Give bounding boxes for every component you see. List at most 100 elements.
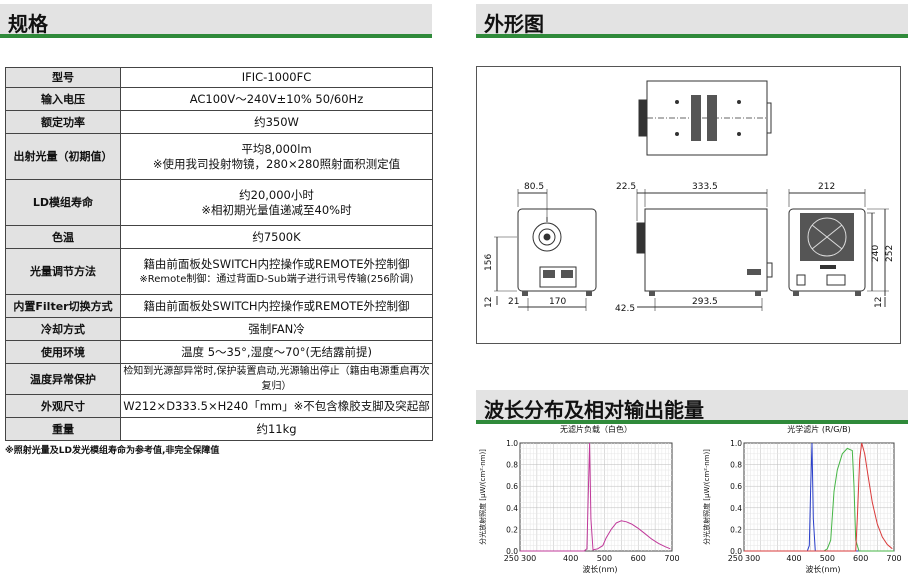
series-line: [520, 442, 671, 552]
x-tick-label: 250: [728, 554, 743, 563]
spec-key: 额定功率: [5, 110, 121, 134]
dim-rear-h2: 252: [885, 245, 895, 262]
top-view: [638, 80, 772, 156]
x-tick-label: 300: [745, 554, 760, 563]
spec-value-note: ※相初期光量值递减至40%时: [201, 202, 352, 217]
wavelength-section-header: 波长分布及相对输出能量: [476, 390, 908, 424]
y-tick-label: 0.8: [506, 461, 518, 470]
x-axis-label: 波长(nm): [805, 564, 840, 574]
x-tick-label: 400: [786, 554, 801, 563]
footnote: ※照射光量及LD发光模组寿命为参考值,非完全保障值: [5, 446, 220, 456]
x-tick-label: 400: [563, 554, 578, 563]
spec-key: 型号: [5, 67, 121, 88]
outline-section-title: 外形图: [484, 12, 544, 36]
dim-side-top-left: 22.5: [616, 182, 636, 192]
table-row: 外观尺寸 W212×D333.5×H240「mm」※不包含橡胶支脚及突起部: [5, 394, 433, 418]
table-row: 温度异常保护 检知到光源部异常时,保护装置启动,光源输出停止（籍由电源重启再次复…: [5, 363, 433, 395]
spec-section-title: 规格: [8, 12, 48, 36]
spec-value: 检知到光源部异常时,保护装置启动,光源输出停止（籍由电源重启再次复归）: [120, 363, 433, 395]
dim-rear-foot: 12: [874, 297, 884, 308]
spec-key: 内置Filter切换方式: [5, 294, 121, 318]
y-tick-label: 0.2: [506, 525, 518, 534]
x-tick-label: 700: [886, 554, 901, 563]
rear-view: [788, 189, 889, 307]
table-row: 内置Filter切换方式 籍由前面板处SWITCH内控操作或REMOTE外控制御: [5, 294, 433, 318]
table-row: 出射光量（初期值） 平均8,000lm ※使用我司投射物镜，280×280照射面…: [5, 133, 433, 180]
y-tick-label: 0.0: [730, 547, 742, 556]
outline-drawing: 80.5 156 12 21 170 22.5 333.5 42.5 293.5…: [476, 66, 901, 344]
spec-value: 籍由前面板处SWITCH内控操作或REMOTE外控制御: [120, 294, 433, 318]
table-row: 型号 IFIC-1000FC: [5, 67, 433, 88]
spec-key: 温度异常保护: [5, 363, 121, 395]
y-tick-label: 1.0: [506, 439, 518, 448]
spec-value: IFIC-1000FC: [120, 67, 433, 88]
spec-value-line: 约20,000小时: [239, 187, 314, 202]
spec-key: 使用环境: [5, 340, 121, 364]
chart-title: 光学滤片 (R/G/B): [787, 424, 850, 434]
front-view: [494, 189, 597, 311]
spec-key: 色温: [5, 225, 121, 249]
x-tick-label: 700: [664, 554, 679, 563]
spec-key: 重量: [5, 417, 121, 441]
spec-key: 光量调节方法: [5, 248, 121, 295]
spec-value: 约20,000小时 ※相初期光量值递减至40%时: [120, 179, 433, 226]
dim-front-width: 80.5: [524, 182, 544, 192]
spec-value: 强制FAN冷: [120, 317, 433, 341]
x-tick-label: 500: [597, 554, 612, 563]
y-tick-label: 0.6: [506, 482, 518, 491]
dim-rear-width: 212: [818, 182, 835, 192]
y-tick-label: 0.4: [506, 504, 518, 513]
outline-section-header: 外形图: [476, 4, 908, 38]
spec-value-line: 平均8,000lm: [241, 141, 312, 156]
table-row: 色温 约7500K: [5, 225, 433, 249]
table-row: 使用环境 温度 5～35°,湿度～70°(无结露前提): [5, 340, 433, 364]
table-row: 重量 约11kg: [5, 417, 433, 441]
spec-key: LD模组寿命: [5, 179, 121, 226]
series-line: [744, 447, 894, 552]
y-tick-label: 0.6: [730, 482, 742, 491]
dim-side-bottom-left: 42.5: [615, 304, 635, 314]
side-view: [636, 189, 773, 311]
spec-key: 外观尺寸: [5, 394, 121, 418]
spec-key: 冷却方式: [5, 317, 121, 341]
spec-value: 温度 5～35°,湿度～70°(无结露前提): [120, 340, 433, 364]
spec-value: W212×D333.5×H240「mm」※不包含橡胶支脚及突起部: [120, 394, 433, 418]
x-tick-label: 600: [631, 554, 646, 563]
spec-key: 输入电压: [5, 87, 121, 111]
y-axis-label: 分光放射照度 [μW/(cm²·nm)]: [702, 449, 711, 545]
wavelength-section-title: 波长分布及相对输出能量: [484, 398, 704, 422]
table-row: 冷却方式 强制FAN冷: [5, 317, 433, 341]
dim-front-left: 21: [508, 297, 519, 307]
spec-section-header: 规格: [0, 4, 432, 38]
y-tick-label: 0.4: [730, 504, 742, 513]
table-row: 光量调节方法 籍由前面板处SWITCH内控操作或REMOTE外控制御 ※Remo…: [5, 248, 433, 295]
spec-value-note: ※使用我司投射物镜，280×280照射面积测定值: [152, 156, 401, 171]
dim-front-foot: 12: [484, 297, 494, 308]
x-tick-label: 500: [820, 554, 835, 563]
spec-table: 型号 IFIC-1000FC 输入电压 AC100V～240V±10% 50/6…: [5, 67, 433, 441]
chart-title: 无滤片负载（白色）: [560, 424, 632, 434]
spec-value: 籍由前面板处SWITCH内控操作或REMOTE外控制御 ※Remote制御：通过…: [120, 248, 433, 295]
spec-value-note: ※Remote制御：通过背面D-Sub端子进行讯号传输(256阶调): [139, 273, 414, 285]
y-tick-label: 0.8: [730, 461, 742, 470]
outline-drawing-svg: 80.5 156 12 21 170 22.5 333.5 42.5 293.5…: [484, 80, 895, 314]
x-tick-label: 250: [504, 554, 519, 563]
series-line: [744, 442, 893, 552]
dim-front-bottom: 170: [549, 297, 566, 307]
dim-rear-h1: 240: [871, 245, 881, 262]
spec-value: 约7500K: [120, 225, 433, 249]
table-row: 输入电压 AC100V～240V±10% 50/60Hz: [5, 87, 433, 111]
dim-side-top: 333.5: [692, 182, 718, 192]
dim-side-bottom: 293.5: [692, 297, 718, 307]
table-row: 额定功率 约350W: [5, 110, 433, 134]
spec-value: 平均8,000lm ※使用我司投射物镜，280×280照射面积测定值: [120, 133, 433, 180]
y-tick-label: 0.2: [730, 525, 742, 534]
table-row: LD模组寿命 约20,000小时 ※相初期光量值递减至40%时: [5, 179, 433, 226]
x-axis-label: 波长(nm): [582, 564, 617, 574]
x-tick-label: 300: [521, 554, 536, 563]
spec-key: 出射光量（初期值）: [5, 133, 121, 180]
series-line: [744, 442, 894, 552]
